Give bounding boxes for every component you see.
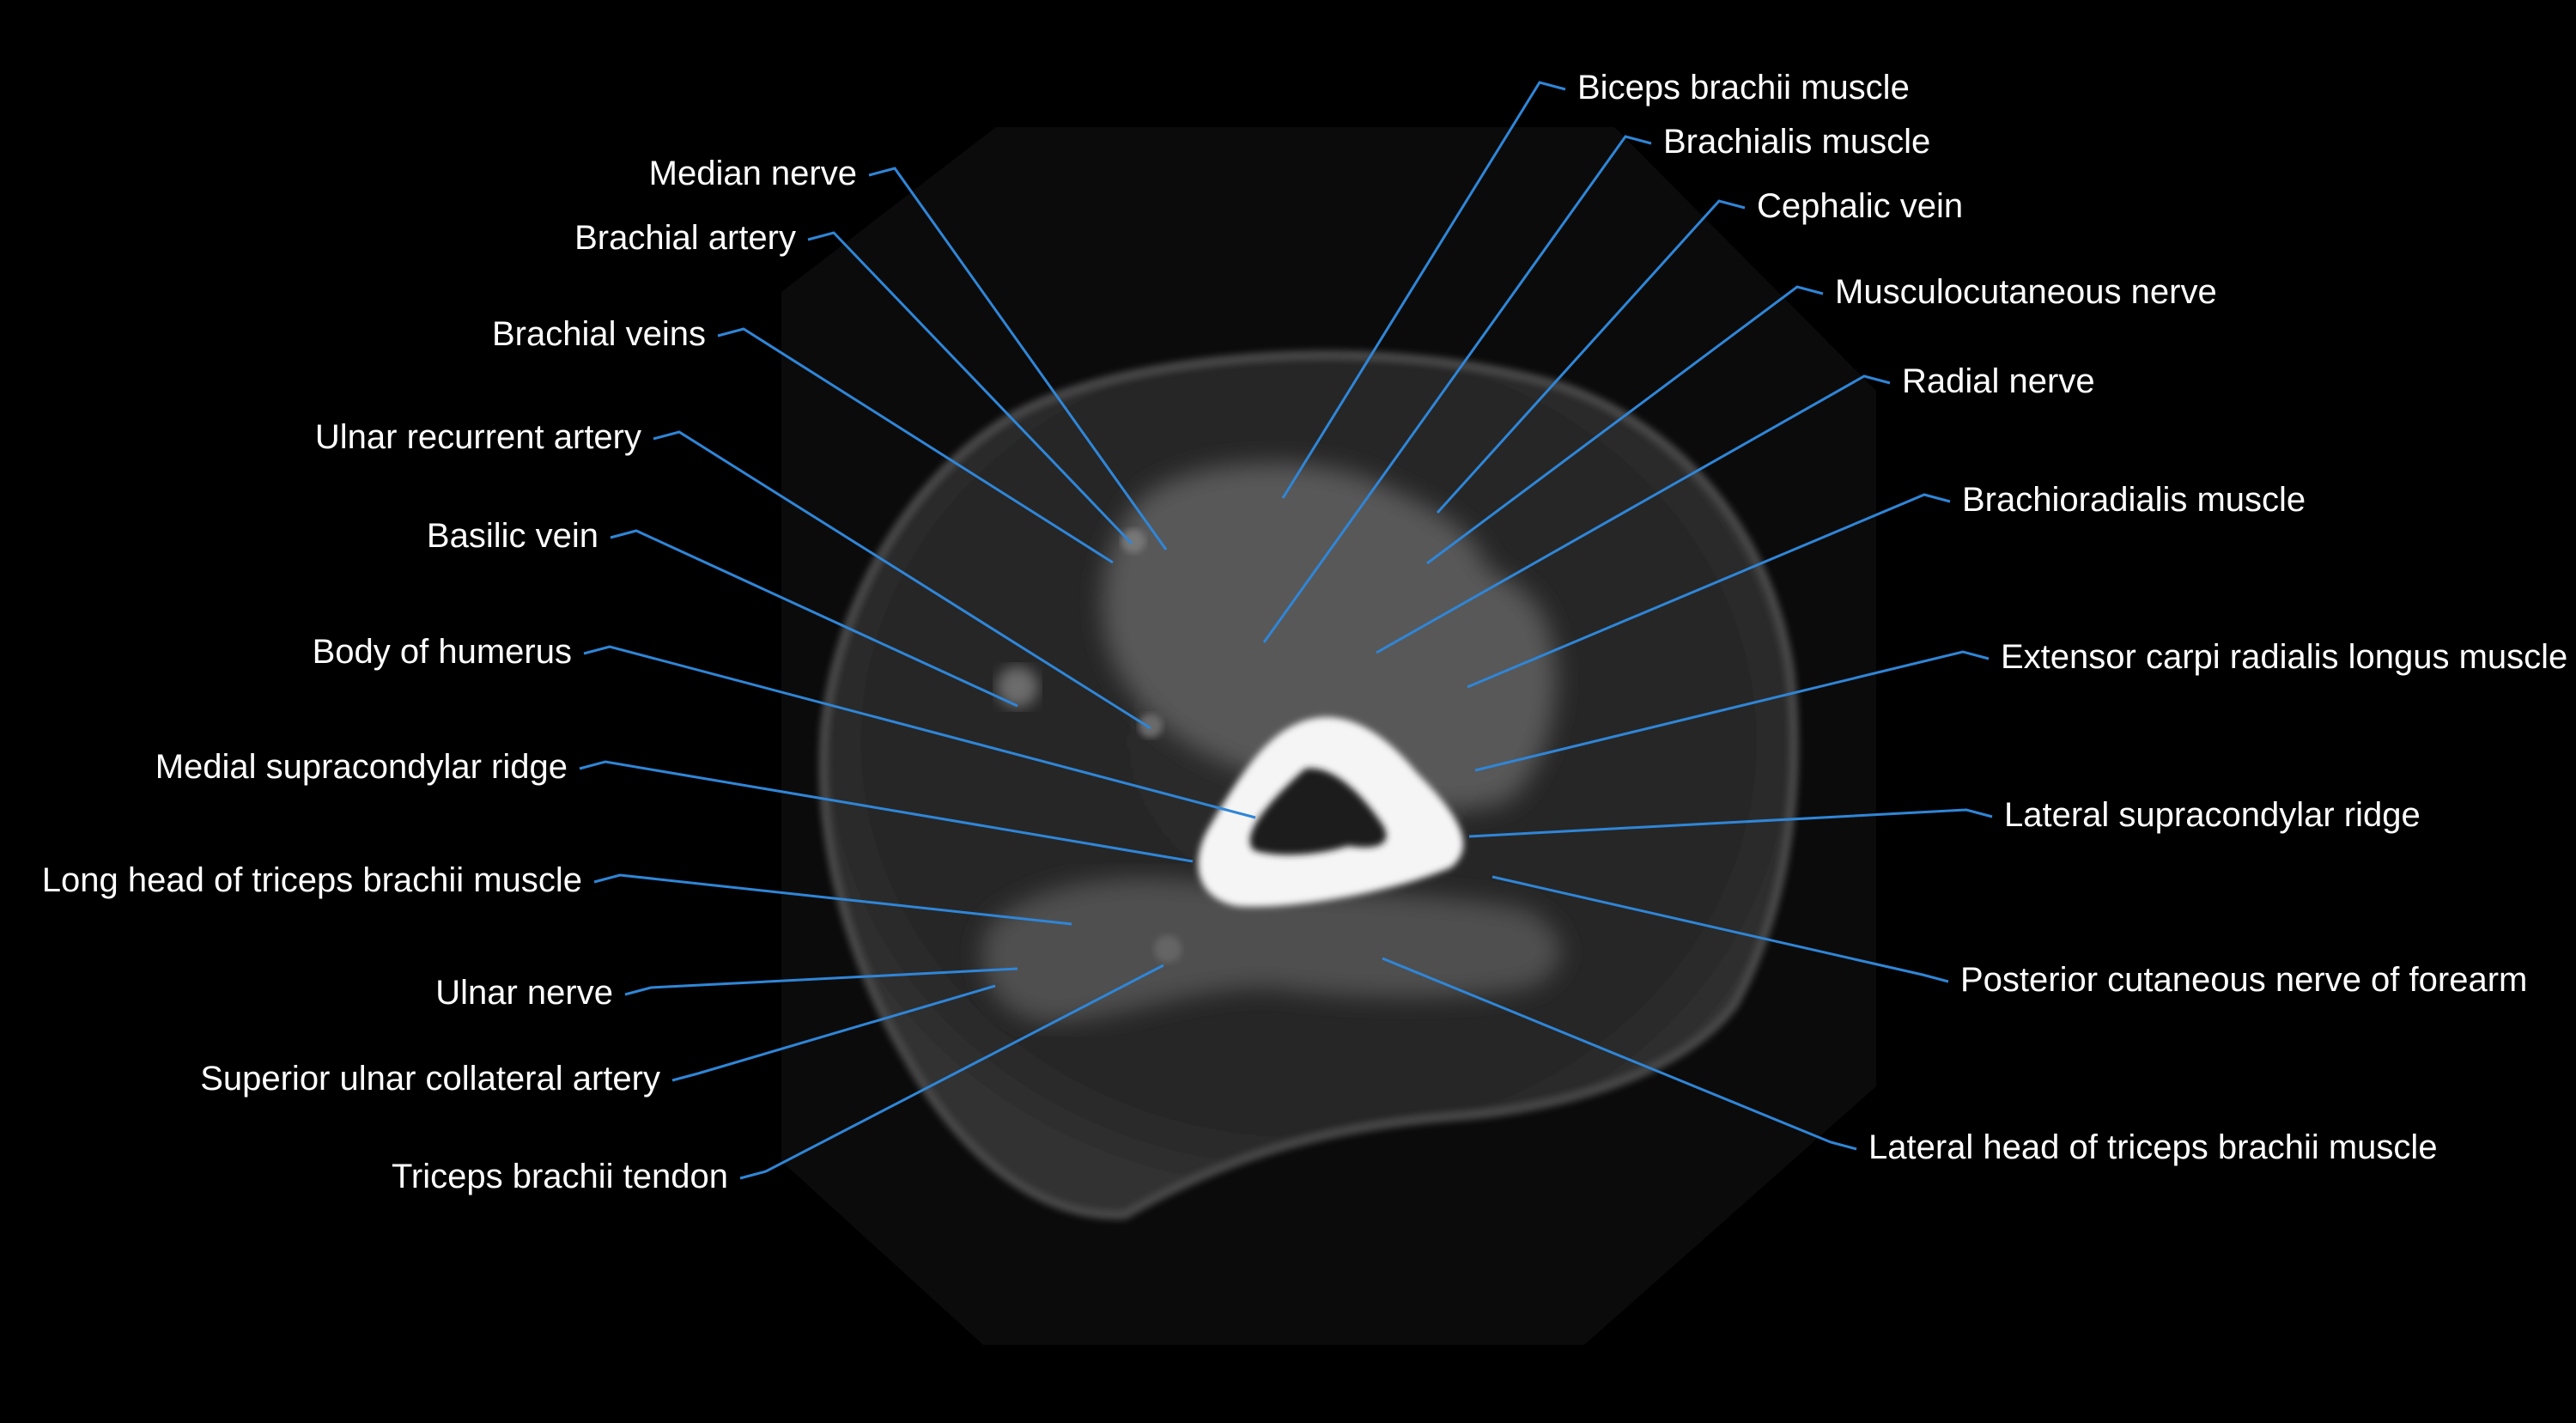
leader-triceps-brachii-tendon <box>739 964 1164 1180</box>
ulnar-recurrent-artery-shape <box>1139 714 1163 738</box>
label-brachial-artery: Brachial artery <box>574 219 796 257</box>
brachial-artery-shape <box>1121 529 1145 553</box>
leader-ulnar-recurrent-artery <box>653 430 1151 730</box>
leader-lines <box>579 81 1993 1180</box>
label-lateral-supracondylar-ridge: Lateral supracondylar ridge <box>2004 796 2421 834</box>
label-radial-nerve: Radial nerve <box>1902 362 2095 400</box>
leader-extensor-carpi-radialis-longus-muscle <box>1474 650 1990 772</box>
leader-brachialis-muscle <box>1262 135 1652 643</box>
leader-lateral-head-of-triceps-brachii-muscle <box>1382 957 1857 1151</box>
leader-medial-supracondylar-ridge <box>579 760 1194 863</box>
basilic-vein-shape <box>997 666 1038 708</box>
label-lateral-head-of-triceps-brachii-muscle: Lateral head of triceps brachii muscle <box>1868 1128 2438 1166</box>
leader-ulnar-nerve <box>624 967 1018 996</box>
leader-biceps-brachii-muscle <box>1281 81 1566 499</box>
label-triceps-brachii-tendon: Triceps brachii tendon <box>391 1158 728 1195</box>
label-brachioradialis-muscle: Brachioradialis muscle <box>1962 481 2306 519</box>
leader-radial-nerve <box>1376 374 1891 654</box>
leader-superior-ulnar-collateral-artery <box>671 984 996 1082</box>
label-median-nerve: Median nerve <box>648 155 857 192</box>
label-superior-ulnar-collateral-artery: Superior ulnar collateral artery <box>200 1060 660 1098</box>
triceps-tendon-shape <box>1154 935 1182 963</box>
leader-cephalic-vein <box>1436 199 1746 514</box>
leader-posterior-cutaneous-nerve-of-forearm <box>1492 875 1949 983</box>
leader-long-head-of-triceps-brachii-muscle <box>593 873 1072 926</box>
label-cephalic-vein: Cephalic vein <box>1757 187 1964 225</box>
leader-brachial-veins <box>717 327 1114 564</box>
label-ulnar-nerve: Ulnar nerve <box>435 974 613 1012</box>
label-medial-supracondylar-ridge: Medial supracondylar ridge <box>155 748 568 786</box>
leader-brachial-artery <box>807 231 1133 545</box>
leader-lateral-supracondylar-ridge <box>1468 808 1993 838</box>
anterior-muscles <box>1103 462 1556 810</box>
label-brachialis-muscle: Brachialis muscle <box>1663 123 1931 161</box>
label-basilic-vein: Basilic vein <box>426 517 598 555</box>
label-extensor-carpi-radialis-longus-muscle: Extensor carpi radialis longus muscle <box>2001 638 2568 676</box>
leader-musculocutaneous-nerve <box>1426 285 1824 565</box>
leader-basilic-vein <box>610 529 1018 708</box>
label-long-head-of-triceps-brachii-muscle: Long head of triceps brachii muscle <box>41 861 582 899</box>
posterior-muscles <box>981 878 1561 1022</box>
medullary-cavity <box>1249 768 1387 855</box>
label-musculocutaneous-nerve: Musculocutaneous nerve <box>1835 273 2217 311</box>
leader-median-nerve <box>868 167 1168 550</box>
leader-body-of-humerus <box>583 645 1256 819</box>
label-posterior-cutaneous-nerve-of-forearm: Posterior cutaneous nerve of forearm <box>1960 961 2528 999</box>
label-ulnar-recurrent-artery: Ulnar recurrent artery <box>314 418 641 456</box>
leader-brachioradialis-muscle <box>1467 493 1951 689</box>
label-brachial-veins: Brachial veins <box>491 315 706 353</box>
label-biceps-brachii-muscle: Biceps brachii muscle <box>1577 69 1910 106</box>
label-body-of-humerus: Body of humerus <box>312 633 572 671</box>
